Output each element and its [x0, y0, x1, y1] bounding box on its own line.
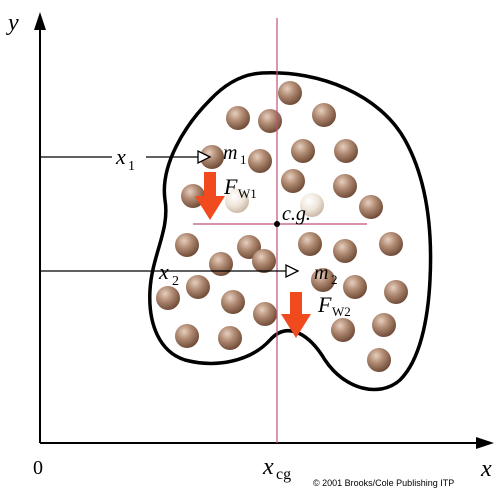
particle: [237, 235, 261, 259]
particle: [156, 286, 180, 310]
particle: [175, 233, 199, 257]
force-arrow-w2: [281, 292, 311, 338]
particle: [258, 109, 282, 133]
particle: [379, 232, 403, 256]
x1-arrowhead: [197, 149, 212, 165]
particle: [384, 280, 408, 304]
particle: [278, 81, 302, 105]
particle: [218, 326, 242, 350]
particle: [200, 145, 224, 169]
particle: [248, 149, 272, 173]
particle: [226, 106, 250, 130]
x1-label-bg: [112, 144, 146, 170]
particle: [334, 139, 358, 163]
particle: [175, 324, 199, 348]
particle: [312, 103, 336, 127]
fw2-subscript: W2: [332, 304, 351, 319]
particle: [281, 169, 305, 193]
particle: [333, 174, 357, 198]
x1-subscript: 1: [128, 159, 135, 174]
m1-subscript: 1: [240, 152, 247, 167]
xcg-label: x: [262, 454, 274, 480]
fw2-label: F: [317, 292, 332, 317]
particle: [367, 348, 391, 372]
cg-point: [274, 221, 280, 227]
x-axis-arrowhead: [476, 437, 494, 449]
particle: [311, 268, 335, 292]
particle: [186, 275, 210, 299]
particle-highlight: [225, 189, 249, 213]
cg-label: c.g.: [282, 203, 311, 225]
copyright-credit: © 2001 Brooks/Cole Publishing ITP: [313, 478, 454, 488]
particle-highlight: [300, 193, 324, 217]
particle: [209, 252, 233, 276]
particle: [331, 318, 355, 342]
particle: [221, 290, 245, 314]
xcg-subscript: cg: [276, 466, 291, 483]
particle: [252, 249, 276, 273]
x2-label: x: [158, 259, 169, 284]
y-axis-label: y: [6, 10, 19, 36]
origin-label: 0: [33, 457, 43, 479]
y-axis-arrowhead: [34, 12, 46, 30]
m2-subscript: 2: [331, 272, 338, 287]
particle: [372, 313, 396, 337]
particle: [291, 139, 315, 163]
particle: [253, 302, 277, 326]
force-arrow-w1: [195, 172, 225, 220]
x2-arrowhead: [285, 263, 300, 279]
particles: [156, 81, 408, 372]
particle: [343, 275, 367, 299]
x-axis-label: x: [480, 456, 492, 482]
particle: [298, 232, 322, 256]
x2-subscript: 2: [172, 274, 179, 289]
x1-label: x: [115, 144, 126, 169]
particle: [333, 239, 357, 263]
m2-label: m: [314, 262, 328, 284]
fw1-label: F: [223, 174, 238, 199]
m1-label: m: [223, 142, 237, 164]
fw1-subscript: W1: [238, 186, 257, 201]
particle: [359, 195, 383, 219]
